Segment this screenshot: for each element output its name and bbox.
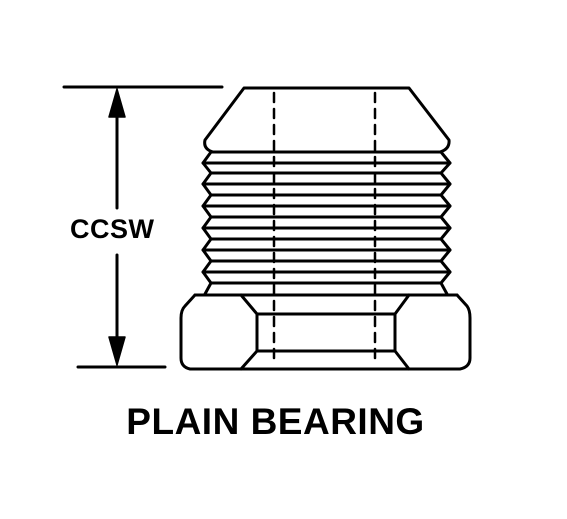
hidden-bore-lines bbox=[272, 91, 377, 367]
top-arrowhead bbox=[108, 88, 126, 118]
dimension-label: CCSW bbox=[68, 213, 157, 245]
bottom-arrowhead bbox=[108, 336, 126, 366]
threaded-section bbox=[201, 150, 452, 296]
chamfered-top bbox=[203, 86, 451, 154]
hex-base bbox=[179, 293, 472, 371]
hex-base-faces bbox=[193, 293, 459, 371]
diagram-caption: PLAIN BEARING bbox=[126, 401, 425, 442]
